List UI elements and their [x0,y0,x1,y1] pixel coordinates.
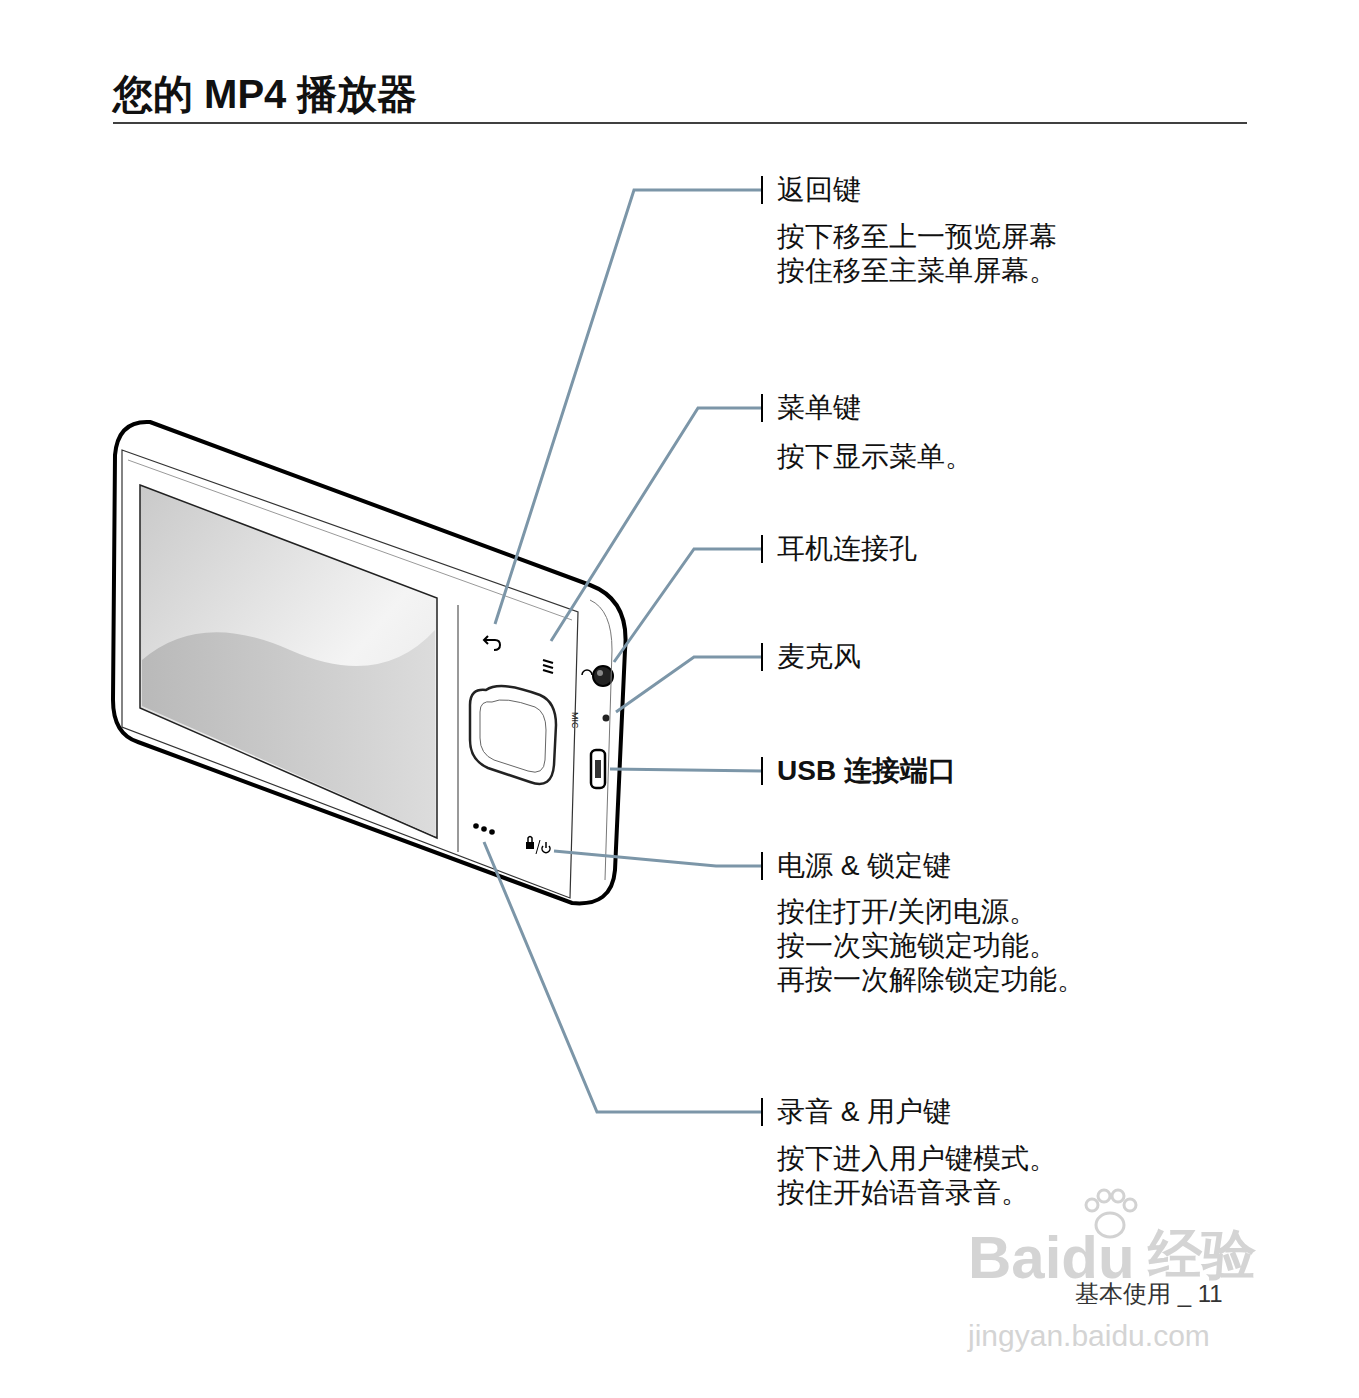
title-rule [113,122,1247,124]
part-name: 返回键 [777,173,861,207]
page-title: 您的 MP4 播放器 [113,70,417,118]
watermark: 经验 [1148,1222,1256,1287]
mp4-player [113,422,626,903]
part-name: 录音 & 用户键 [777,1095,951,1129]
part-name: 菜单键 [777,391,861,425]
page-footer: 基本使用 _ 11 [1075,1280,1223,1309]
part-name: 电源 & 锁定键 [777,849,951,883]
part-description: 按下显示菜单。 [777,440,973,474]
leader-lines [484,190,762,1112]
part-name: 麦克风 [777,640,861,674]
watermark: jingyan.baidu.com [968,1318,1210,1354]
part-name: 耳机连接孔 [777,532,917,566]
part-name: USB 连接端口 [777,754,956,788]
part-description: 按下移至上一预览屏幕 按住移至主菜单屏幕。 [777,220,1107,288]
part-description: 按住打开/关闭电源。 按一次实施锁定功能。 再按一次解除锁定功能。 [777,895,1107,997]
port-marking: MIC [569,712,580,729]
label-ticks [761,176,763,1126]
part-description: 按下进入用户键模式。 按住开始语音录音。 [777,1142,1107,1210]
